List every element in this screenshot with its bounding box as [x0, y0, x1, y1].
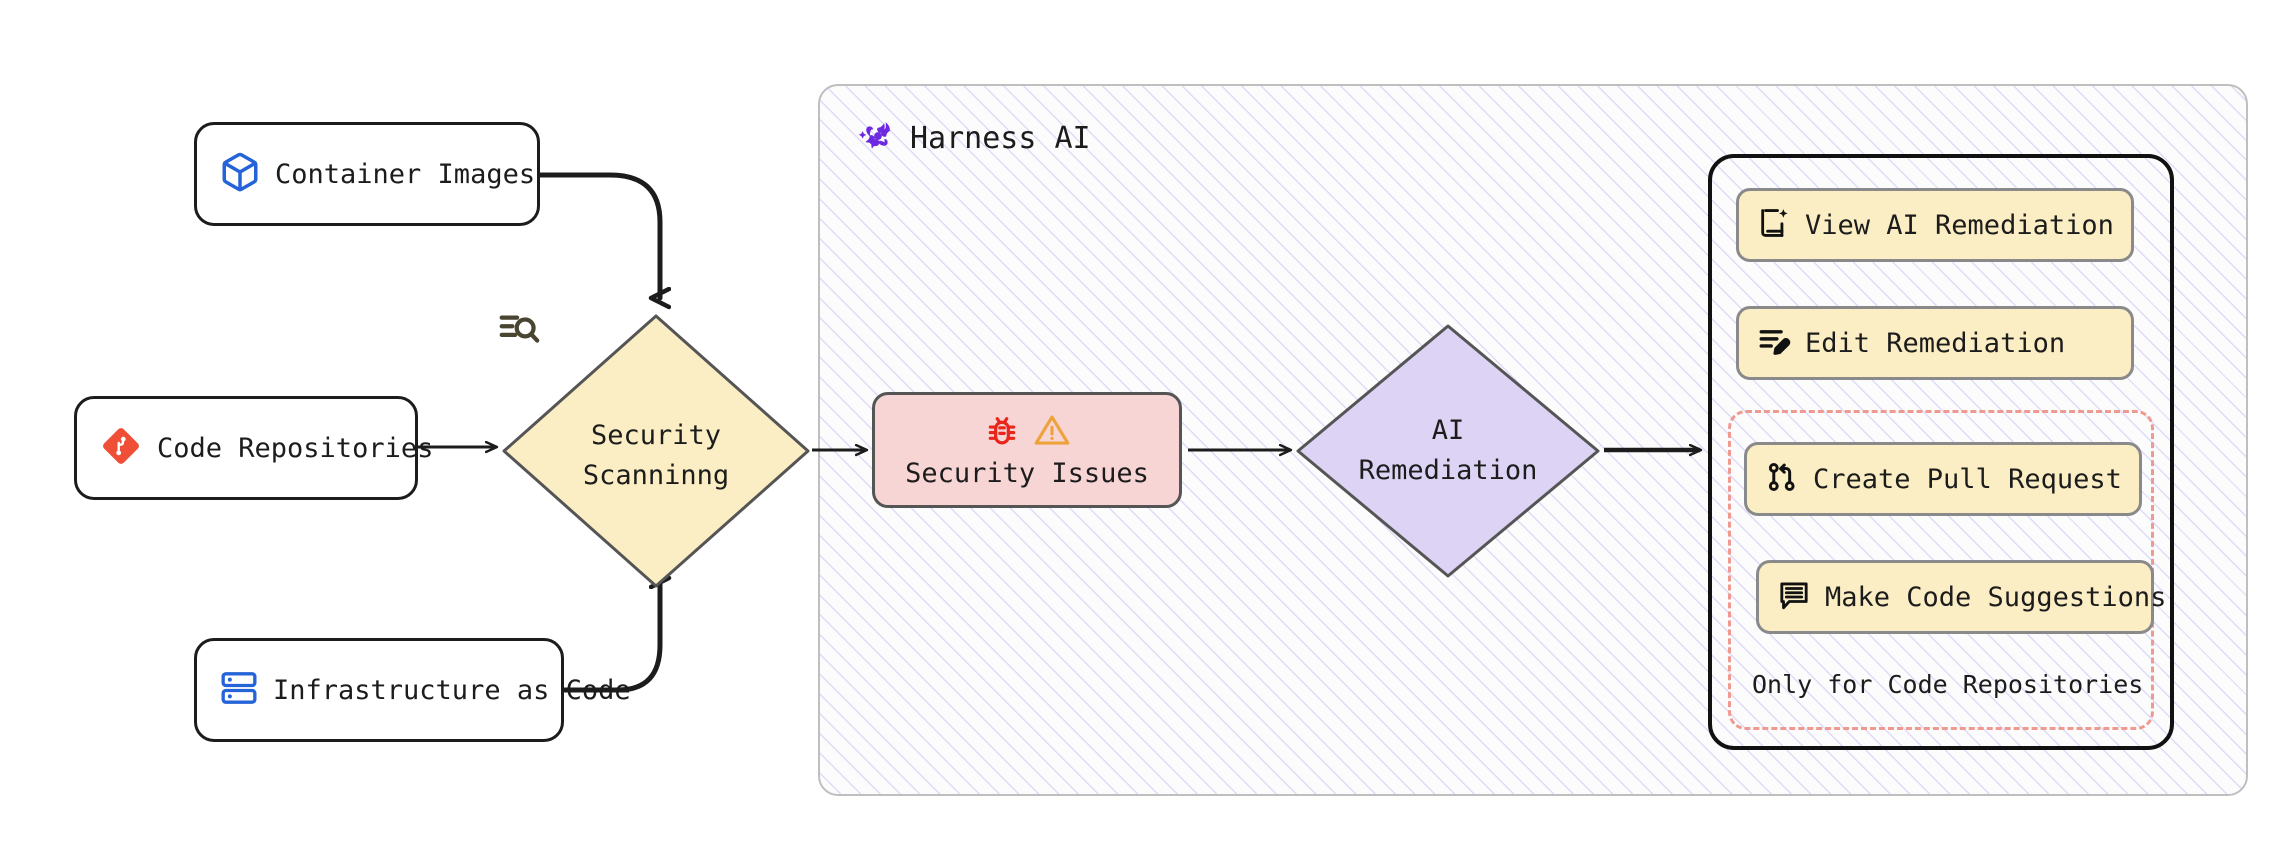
node-label: Code Repositories: [157, 432, 434, 464]
button-create-pull-request[interactable]: Create Pull Request: [1744, 442, 2142, 516]
scanning-label-line1: Security: [590, 420, 722, 452]
cube-icon: [219, 151, 261, 197]
security-issues-icons: [983, 412, 1071, 454]
remediation-label-line2: Remediation: [1358, 455, 1538, 486]
button-make-code-suggestions[interactable]: Make Code Suggestions: [1756, 560, 2166, 634]
edge-iac-to-scanning: [560, 578, 660, 693]
comment-lines-icon: [1777, 578, 1811, 616]
node-container-images[interactable]: Container Images: [194, 122, 540, 226]
button-label: View AI Remediation: [1805, 209, 2114, 241]
button-edit-remediation[interactable]: Edit Remediation: [1736, 306, 2134, 380]
button-label: Make Code Suggestions: [1825, 581, 2167, 613]
remediation-label-line1: AI: [1431, 415, 1465, 447]
harness-ai-header: Harness AI: [858, 116, 1091, 160]
code-repo-only-caption: Only for Code Repositories: [1752, 670, 2144, 699]
node-infrastructure-as-code[interactable]: Infrastructure as Code: [194, 638, 631, 742]
git-repository-icon: [99, 424, 143, 472]
lines-pencil-icon: [1757, 324, 1791, 362]
server-stack-icon: [219, 668, 259, 712]
document-sparkle-icon: [1757, 206, 1791, 244]
button-view-ai-remediation[interactable]: View AI Remediation: [1736, 188, 2134, 262]
security-issues-label: Security Issues: [905, 457, 1149, 489]
pull-request-icon: [1765, 460, 1799, 498]
node-ai-remediation[interactable]: AI Remediation: [1290, 318, 1606, 584]
node-security-issues[interactable]: Security Issues: [872, 392, 1182, 508]
node-label: Container Images: [275, 158, 536, 190]
scanning-label-line2: Scanninng: [582, 460, 730, 491]
node-label: Infrastructure as Code: [273, 674, 631, 706]
harness-ai-title: Harness AI: [910, 120, 1091, 156]
node-security-scanning[interactable]: Security Scanninng: [496, 308, 816, 594]
edge-container-images-to-scanning: [537, 172, 660, 298]
button-label: Create Pull Request: [1813, 463, 2122, 495]
bug-icon: [983, 412, 1021, 454]
actions-panel: [1708, 154, 2174, 750]
warning-triangle-icon: [1033, 412, 1071, 454]
button-label: Edit Remediation: [1805, 327, 2066, 359]
node-code-repositories[interactable]: Code Repositories: [74, 396, 433, 500]
harness-pinwheel-logo: [858, 116, 898, 160]
